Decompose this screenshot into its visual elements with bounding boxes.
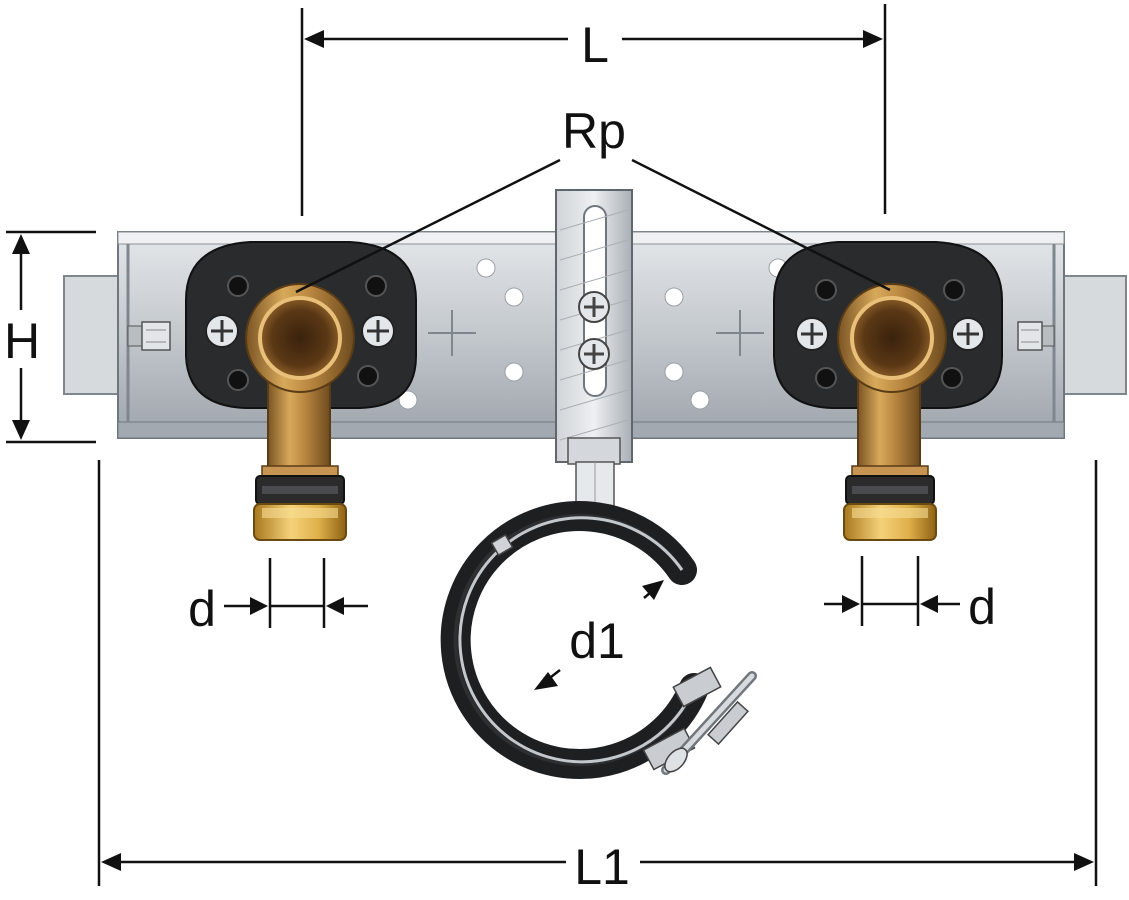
left-fixing-screw-1 <box>205 314 239 348</box>
left-gasket-screws <box>227 275 387 391</box>
rail-holes <box>398 258 788 410</box>
label-H: H <box>4 313 40 369</box>
dimension-d1 <box>534 580 664 690</box>
right-fixing-screw-1 <box>795 317 829 351</box>
left-fitting <box>185 241 417 541</box>
strap-screw-upper <box>578 291 610 323</box>
right-fitting <box>773 241 1003 541</box>
label-Rp: Rp <box>562 103 626 159</box>
leader-Rp <box>295 158 891 294</box>
label-L1: L1 <box>574 839 630 895</box>
rail-bolt-right <box>1017 321 1055 351</box>
dimension-L <box>300 4 887 216</box>
dimension-H <box>6 230 96 444</box>
right-gasket-screws <box>815 279 965 389</box>
label-L: L <box>581 17 609 73</box>
dimension-d-right <box>824 556 960 626</box>
label-d1: d1 <box>569 613 625 669</box>
rail-bolt-left <box>127 321 171 351</box>
dimension-d-left <box>224 558 368 628</box>
label-d-left: d <box>188 581 216 637</box>
center-strap <box>555 189 633 525</box>
clamp-screw <box>661 671 757 775</box>
right-fixing-screw-2 <box>951 317 985 351</box>
dimension-L1 <box>97 460 1098 886</box>
pipe-clamp <box>440 501 757 779</box>
rail-cross-marks <box>428 310 764 356</box>
left-fixing-screw-2 <box>361 314 395 348</box>
strap-screw-lower <box>578 338 610 370</box>
label-d-right: d <box>968 579 996 635</box>
